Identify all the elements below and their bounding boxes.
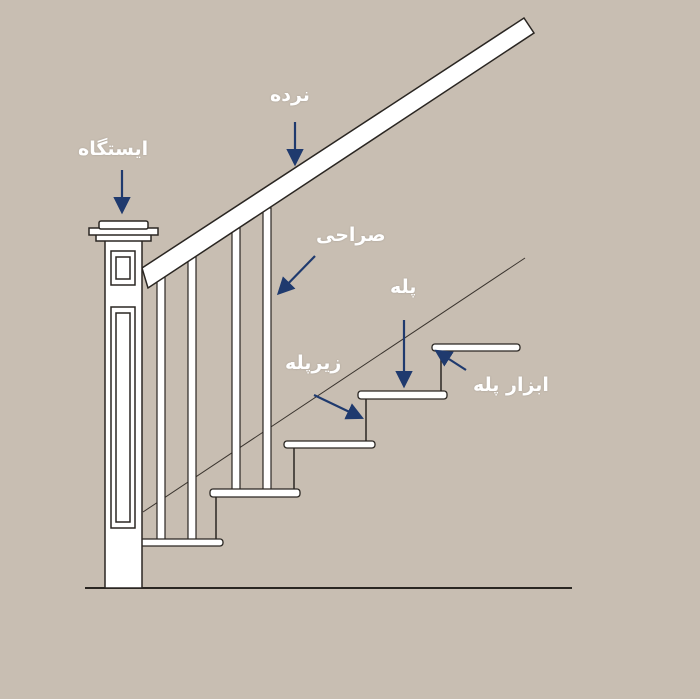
label-baluster: صراحی [316, 224, 386, 246]
baluster [262, 207, 272, 491]
arrow-baluster [276, 255, 316, 296]
baluster [156, 274, 166, 541]
arrow-nosing [434, 349, 467, 371]
tread [209, 488, 301, 498]
label-newel-post: ایستگاه [78, 138, 149, 160]
arrow-riser [313, 394, 364, 420]
tread [431, 343, 521, 352]
pitch-line [142, 257, 526, 513]
label-riser: زیرپله [285, 352, 342, 374]
label-nosing: ابزار پله [473, 374, 549, 396]
tread [134, 538, 224, 547]
tread [283, 440, 376, 449]
handrail [141, 16, 536, 290]
baluster [187, 255, 197, 541]
newel-post [88, 220, 159, 589]
arrows [113, 122, 467, 420]
label-handrail: نرده [270, 84, 310, 106]
tread [357, 390, 448, 400]
baluster [231, 227, 241, 491]
label-tread: پله [390, 276, 417, 298]
